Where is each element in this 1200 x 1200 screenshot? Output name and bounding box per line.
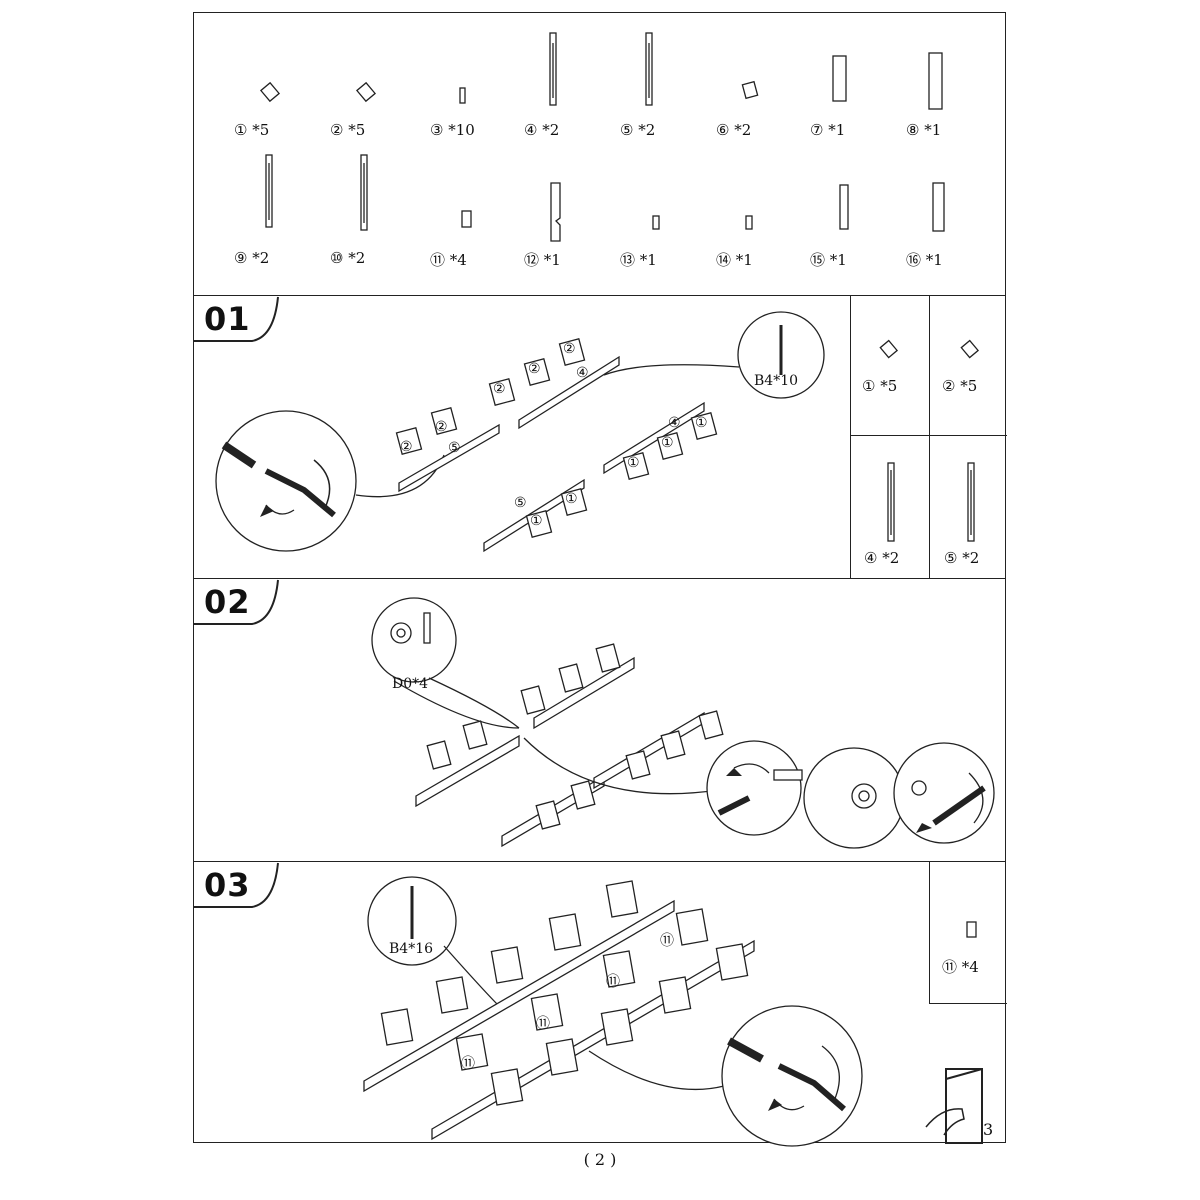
next-page-number: 3 [983, 1120, 994, 1139]
part-label-13: ⑬ *1 [620, 251, 657, 269]
step-03-illustration [363, 876, 977, 1147]
divider [194, 578, 1005, 579]
page-number: ( 2 ) [583, 1150, 617, 1169]
part-label-12: ⑫ *1 [524, 251, 561, 269]
divider [850, 295, 851, 578]
callout-one: ① [530, 513, 543, 529]
part-label-5: ⑤ *2 [620, 121, 656, 139]
part-label-9: ⑨ *2 [234, 249, 270, 267]
step-01-illustration [215, 311, 825, 553]
callout-one: ① [695, 415, 708, 431]
side-part-label: ① *5 [862, 377, 898, 395]
part-label-7: ⑦ *1 [810, 121, 846, 139]
callout-eleven: ⑪ [461, 1056, 475, 1072]
step-02-hardware: D0*4 [392, 676, 429, 692]
callout-eleven: ⑪ [606, 974, 620, 990]
screwdriver-detail [893, 742, 995, 844]
step-02-number: 02 [204, 583, 251, 621]
divider [194, 861, 1005, 862]
callout-one: ① [565, 491, 578, 507]
part-label-1: ① *5 [234, 121, 270, 139]
screwdriver-detail [706, 740, 802, 836]
turn-page-icon [925, 1068, 983, 1144]
part-label-10: ⑩ *2 [330, 249, 366, 267]
divider [929, 295, 930, 578]
divider [929, 1003, 1007, 1004]
step-01-hardware: B4*10 [754, 373, 799, 389]
step-03-hardware: B4*16 [389, 941, 434, 957]
step-03-number: 03 [204, 866, 251, 904]
callout-five: ⑤ [448, 440, 461, 456]
callout-two: ② [435, 419, 448, 435]
callout-two: ② [400, 439, 413, 455]
screwdriver-detail [721, 1005, 863, 1147]
cam-lock-detail [371, 597, 457, 683]
part-label-11: ⑪ *4 [430, 251, 467, 269]
step-02-illustration [371, 597, 995, 849]
callout-five: ⑤ [514, 495, 527, 511]
part-label-2: ② *5 [330, 121, 366, 139]
step-01-number: 01 [204, 300, 251, 338]
divider [929, 861, 930, 1003]
part-label-14: ⑭ *1 [716, 251, 753, 269]
callout-one: ① [627, 455, 640, 471]
step-tab [194, 296, 279, 342]
callout-two: ② [563, 341, 576, 357]
callout-two: ② [493, 381, 506, 397]
callout-four: ④ [576, 365, 589, 381]
callout-one: ① [661, 435, 674, 451]
callout-eleven: ⑪ [536, 1016, 550, 1032]
step-tab [194, 862, 279, 908]
instruction-sheet: ① *5 ② *5 ③ *10 ④ *2 ⑤ *2 ⑥ *2 ⑦ *1 ⑧ *1… [193, 12, 1007, 1147]
side-part-label: ④ *2 [864, 549, 900, 567]
part-label-3: ③ *10 [430, 121, 475, 139]
callout-four: ④ [668, 415, 681, 431]
part-label-8: ⑧ *1 [906, 121, 942, 139]
part-label-4: ④ *2 [524, 121, 560, 139]
parts-drawings [259, 32, 945, 242]
divider [850, 435, 1007, 436]
step-tab [194, 579, 279, 625]
part-label-16: ⑯ *1 [906, 251, 943, 269]
callout-two: ② [528, 361, 541, 377]
callout-eleven: ⑪ [660, 933, 674, 949]
side-part-label: ⑪ *4 [942, 958, 979, 976]
side-part-label: ⑤ *2 [944, 549, 980, 567]
part-label-15: ⑮ *1 [810, 251, 847, 269]
divider [194, 295, 1005, 296]
step-01-side-parts [879, 339, 980, 542]
part-label-6: ⑥ *2 [716, 121, 752, 139]
side-part-label: ② *5 [942, 377, 978, 395]
